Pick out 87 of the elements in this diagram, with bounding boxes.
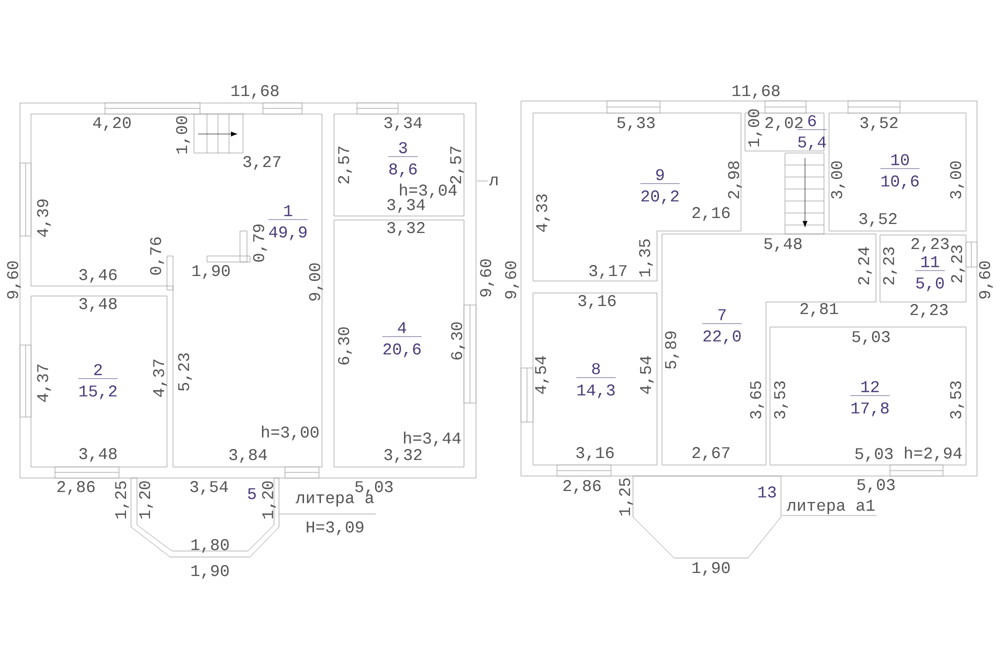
dimension-label: 3,52 (859, 213, 897, 227)
dimension-label: 3,46 (79, 269, 117, 283)
room-label: 2 15,2 (78, 364, 118, 400)
dimension-label: 3,53 (774, 381, 788, 419)
dimension-label: 3,16 (576, 447, 614, 461)
dimension-label: 9,00 (309, 263, 323, 301)
annotation-text: литера а1 (786, 500, 874, 514)
dimension-label: 3,32 (384, 449, 422, 463)
dimension-label: 3,53 (950, 381, 964, 419)
room-label: 1 49,9 (268, 205, 308, 240)
dimension-label: 3,52 (860, 117, 898, 131)
dimension-label: 4,54 (535, 356, 549, 394)
room-label: 3 8,6 (388, 142, 418, 178)
dimension-label: 3,27 (243, 156, 280, 170)
dimension-label: 9,60 (979, 261, 993, 299)
dimension-label: 5,89 (665, 331, 679, 369)
dimension-label: 5,23 (178, 353, 192, 391)
dimension-label: 5,48 (764, 238, 802, 252)
dimension-label: 0,79 (253, 224, 267, 262)
dimension-label: 1,80 (192, 539, 229, 553)
dimension-label: 1,90 (192, 265, 230, 279)
dimension-label: 2,67 (692, 447, 730, 461)
dimension-label: 2,98 (728, 161, 742, 199)
dimension-label: 3,00 (950, 161, 964, 199)
dimension-label: 3,54 (190, 481, 228, 495)
dimension-label: 5,03 (852, 331, 890, 345)
dimension-label: 1,90 (692, 562, 730, 576)
dimension-label: 4,37 (153, 360, 167, 397)
dimension-label: 11,68 (732, 85, 780, 99)
dimension-label: 5,03 (355, 481, 393, 495)
dimension-label: h=3,44 (404, 432, 461, 446)
room-label: 9 20,2 (640, 169, 680, 204)
room-label: 10 10,6 (880, 154, 920, 190)
dimension-label: 4,20 (93, 117, 131, 131)
dimension-label: 5,03 (857, 479, 895, 493)
dimension-label: 3,48 (79, 448, 117, 462)
dimension-label: 9,60 (505, 261, 519, 299)
dimension-label: 3,65 (750, 381, 764, 419)
dimension-label: 1,00 (176, 116, 190, 154)
dimension-label: 2,86 (57, 481, 95, 495)
dimension-label: h=2,94 (904, 446, 962, 462)
dimension-label: 2,16 (692, 207, 730, 221)
dimension-label: 3,34 (387, 199, 425, 213)
dimension-label: h=3,04 (400, 184, 457, 198)
annotation-text: литера а H=3,09 (296, 494, 374, 536)
dimension-label: 6,30 (451, 322, 465, 360)
dimension-label: 3,32 (387, 222, 425, 236)
dimension-label: 3,00 (831, 161, 845, 199)
dimension-label: 1,20 (139, 481, 153, 518)
dimension-label: 9,60 (7, 261, 21, 299)
dimension-label: 6,30 (338, 327, 352, 364)
dimension-label: 0,76 (150, 237, 164, 275)
room-label: 7 22,0 (702, 309, 742, 344)
leader-line (782, 515, 877, 516)
annotation-text: л (489, 176, 498, 186)
dimension-label: 1,20 (262, 481, 276, 518)
dimension-label: 5,03 (855, 448, 893, 462)
dimension-label: h=3,00 (262, 426, 319, 440)
dimension-label: 3,16 (578, 295, 616, 309)
dimension-label: 1,25 (619, 478, 633, 516)
dimension-label: 9,60 (480, 259, 494, 297)
dimension-label: 2,57 (450, 146, 464, 184)
dimension-label: 2,24 (858, 247, 872, 285)
room-label: 13 (758, 486, 776, 498)
dimension-label: 3,48 (79, 298, 117, 312)
dimension-label: 1,35 (639, 239, 653, 276)
dimension-label: 4,33 (536, 194, 550, 232)
dimension-label: 3,17 (589, 265, 626, 279)
dimension-label: 4,54 (640, 356, 654, 394)
dimension-label: 4,39 (37, 199, 51, 237)
dimension-label: 2,02 (765, 117, 803, 131)
room-label: 4 20,6 (382, 322, 422, 358)
dimension-label: 3,84 (229, 449, 267, 463)
leader-line (476, 180, 488, 182)
dimension-label: 2,23 (911, 238, 949, 252)
dimension-label: 2,23 (951, 245, 965, 283)
dimension-label: 2,86 (563, 480, 601, 494)
room-label: 12 17,8 (850, 381, 890, 416)
room-label: 8 14,3 (576, 363, 616, 398)
dimension-label: 4,37 (37, 364, 51, 402)
dimension-label: 1,00 (748, 109, 762, 146)
room-label: 11 5,0 (915, 256, 945, 292)
dimension-label: 2,57 (338, 146, 352, 184)
dimension-label: 5,33 (617, 117, 655, 131)
dimension-label: 2,81 (800, 303, 838, 317)
dimension-label: 2,23 (883, 247, 897, 285)
dimension-label: 11,68 (232, 85, 279, 99)
